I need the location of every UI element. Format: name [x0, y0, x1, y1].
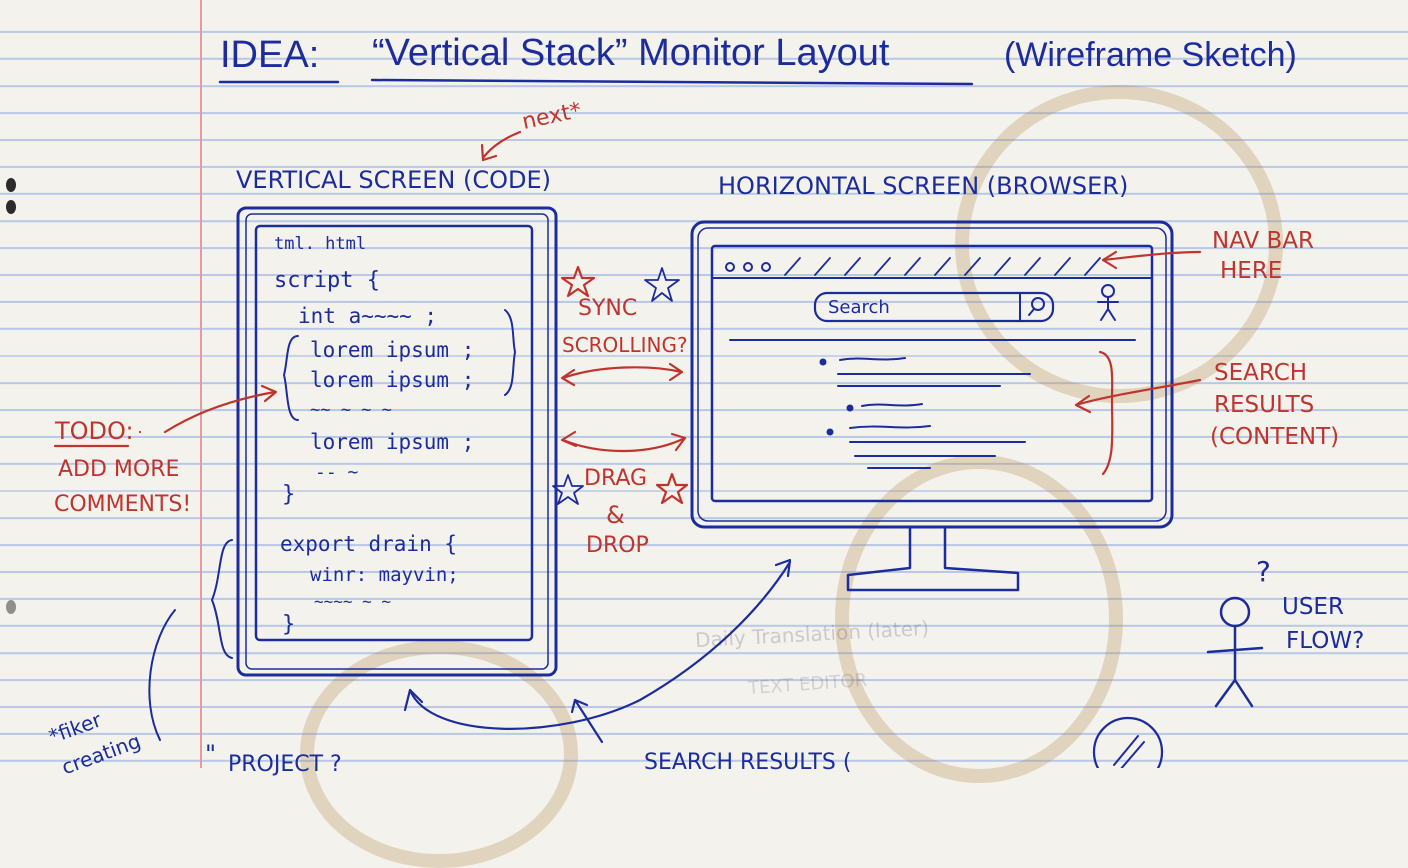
code-line: } — [282, 482, 296, 507]
drag-label: DRAG — [584, 466, 648, 491]
vertical-screen-label: VERTICAL SCREEN (CODE) — [236, 166, 552, 194]
code-line: export drain { — [280, 532, 458, 556]
bottom-quote: " — [205, 740, 217, 768]
code-line: ~~~~ ~ ~ — [314, 592, 392, 611]
code-line: int a~~~~ ; — [298, 304, 438, 328]
title-suffix: (Wireframe Sketch) — [1004, 36, 1297, 74]
code-area: tml. html script { int a~~~~ ; lorem ips… — [270, 236, 525, 636]
browser-search-input[interactable]: Search — [828, 297, 890, 318]
sketch-drawing — [53, 78, 1264, 768]
user-label: USER — [1282, 594, 1344, 620]
code-line: winr: mayvin; — [310, 564, 459, 586]
code-line: lorem ipsum ; — [310, 368, 475, 392]
code-line: lorem ipsum ; — [310, 430, 475, 454]
title-prefix: IDEA: — [220, 34, 320, 76]
drop-label: DROP — [586, 533, 649, 558]
nav-bar-label: NAV BAR — [1212, 228, 1315, 254]
todo-add-more: ADD MORE — [58, 457, 180, 482]
flow-label: FLOW? — [1286, 628, 1365, 654]
sync-label: SYNC — [578, 296, 638, 321]
question-mark: ? — [1256, 555, 1271, 588]
bottom-search-results: SEARCH RESULTS ( — [644, 750, 852, 775]
code-line: tml. html — [274, 234, 367, 254]
nav-bar-here: HERE — [1220, 258, 1283, 284]
scrolling-label: SCROLLING? — [562, 333, 688, 357]
code-line: script { — [274, 268, 380, 293]
horizontal-screen-label: HORIZONTAL SCREEN (BROWSER) — [718, 172, 1129, 200]
code-line: } — [282, 612, 296, 637]
results-label: RESULTS — [1214, 392, 1315, 418]
amp-label: & — [606, 501, 625, 529]
todo-comments: COMMENTS! — [54, 492, 192, 517]
content-label: (CONTENT) — [1210, 424, 1340, 450]
bottom-project-text: PROJECT ? — [228, 752, 342, 777]
page-title: “Vertical Stack” Monitor Layout — [372, 32, 890, 74]
search-results-label: SEARCH — [1214, 360, 1308, 386]
code-line: -- ~ — [315, 462, 359, 483]
todo-label: TODO: — [55, 417, 134, 445]
margin-line — [200, 0, 202, 768]
code-line: lorem ipsum ; — [310, 338, 475, 362]
code-line: ~~ ~ ~ ~ — [310, 400, 392, 420]
